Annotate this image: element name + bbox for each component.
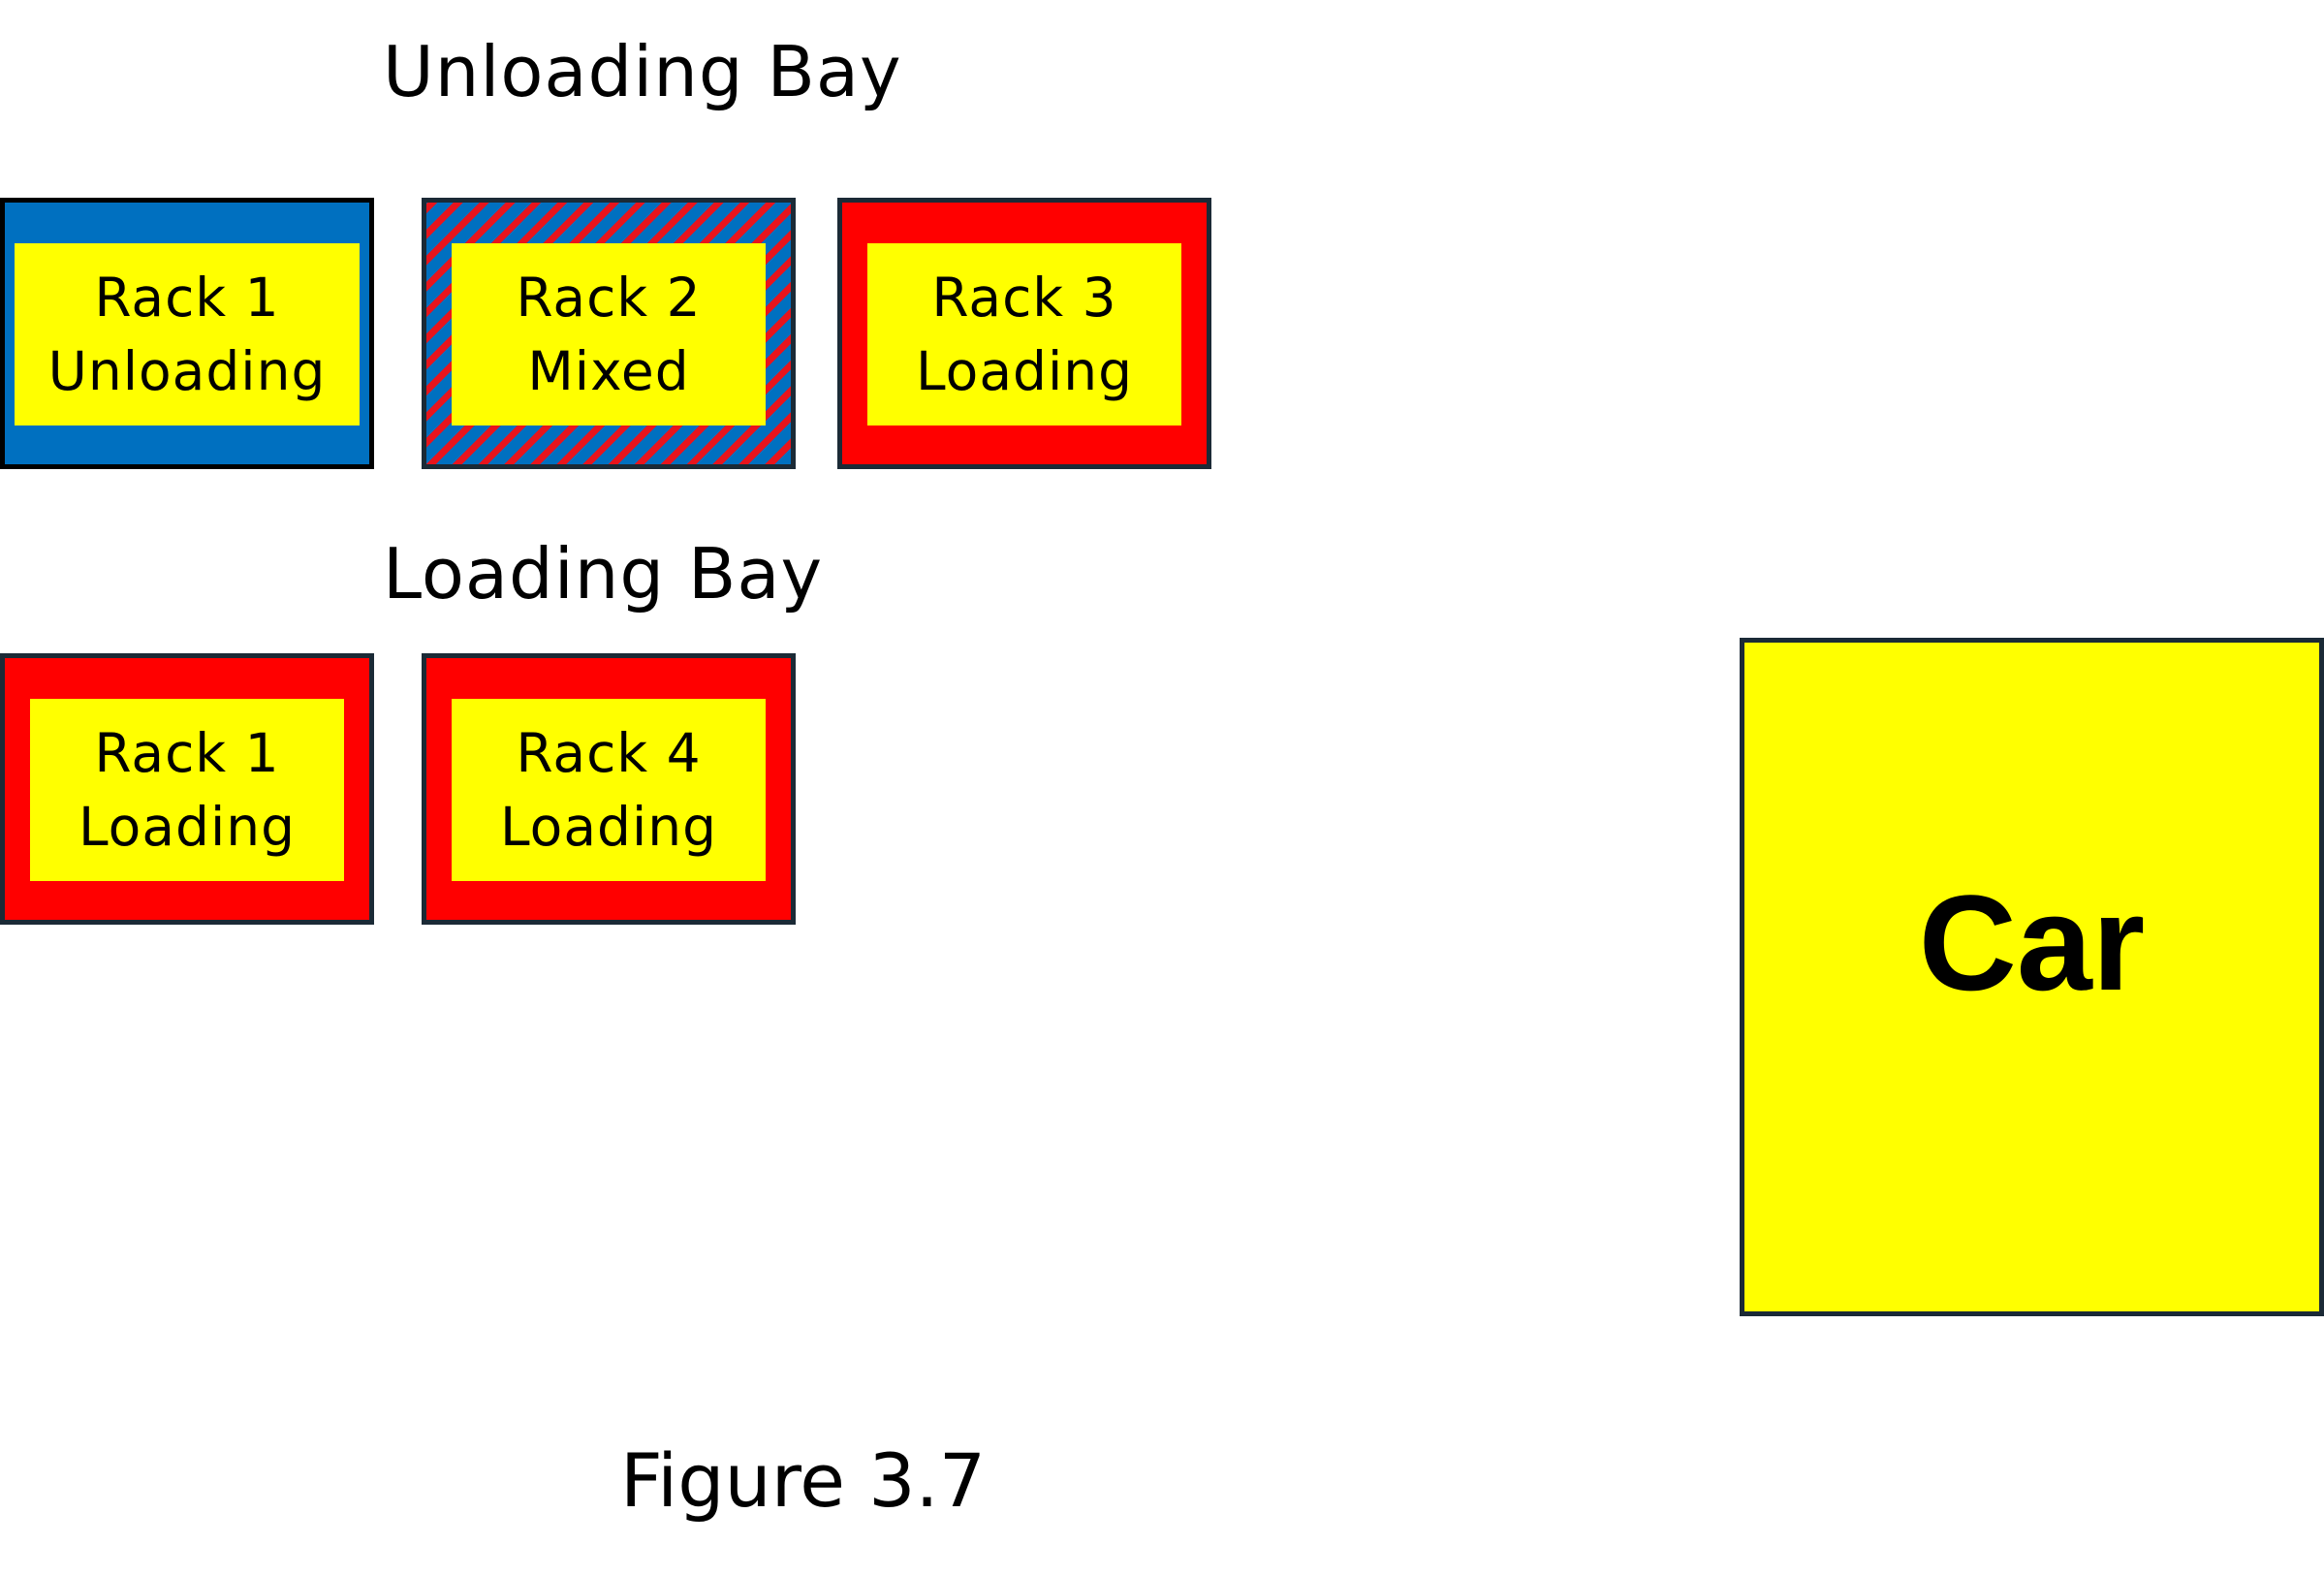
rack-status: Loading bbox=[500, 796, 717, 858]
rack-label-box: Rack 1 Loading bbox=[30, 699, 344, 881]
rack-label-box: Rack 2 Mixed bbox=[452, 243, 766, 426]
rack-status: Unloading bbox=[47, 340, 327, 402]
unloading-bay-rack-1: Rack 1 Unloading bbox=[0, 198, 374, 469]
unloading-bay-title: Unloading Bay bbox=[383, 31, 902, 112]
rack-label-box: Rack 4 Loading bbox=[452, 699, 766, 881]
rack-status: Loading bbox=[916, 340, 1133, 402]
loading-bay-rack-1: Rack 1 Loading bbox=[0, 653, 374, 925]
rack-name: Rack 3 bbox=[931, 267, 1117, 329]
rack-name: Rack 1 bbox=[94, 722, 280, 784]
car-label: Car bbox=[1918, 867, 2146, 1019]
figure-caption: Figure 3.7 bbox=[620, 1437, 987, 1524]
rack-name: Rack 2 bbox=[516, 267, 702, 329]
rack-status: Loading bbox=[79, 796, 296, 858]
unloading-bay-rack-3: Rack 3 Loading bbox=[837, 198, 1211, 469]
loading-bay-title: Loading Bay bbox=[383, 533, 824, 615]
rack-label-box: Rack 1 Unloading bbox=[15, 243, 360, 426]
rack-label-box: Rack 3 Loading bbox=[867, 243, 1181, 426]
car-box: Car bbox=[1740, 638, 2324, 1316]
rack-status: Mixed bbox=[527, 340, 690, 402]
rack-name: Rack 1 bbox=[94, 267, 280, 329]
rack-name: Rack 4 bbox=[516, 722, 702, 784]
unloading-bay-rack-2: Rack 2 Mixed bbox=[422, 198, 796, 469]
loading-bay-rack-4: Rack 4 Loading bbox=[422, 653, 796, 925]
